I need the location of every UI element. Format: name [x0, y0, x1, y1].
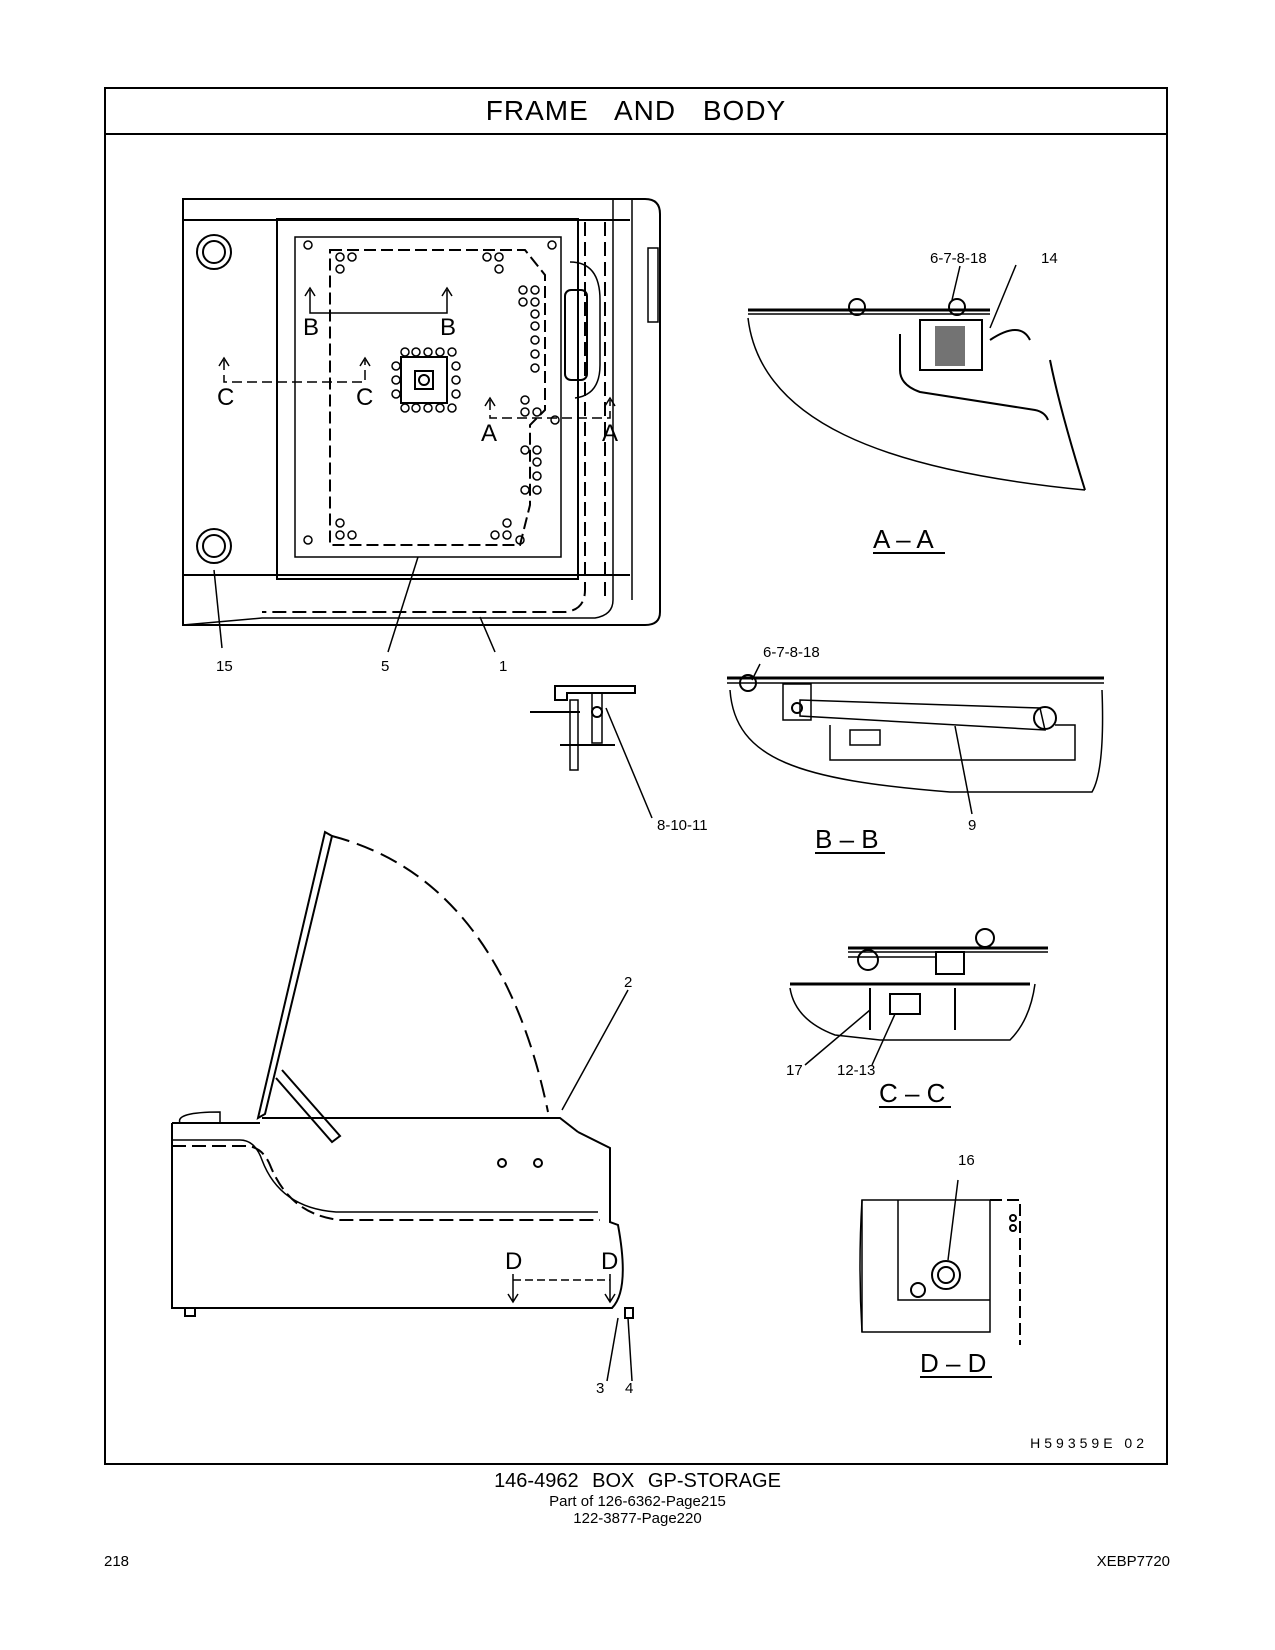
- callout-4: 4: [625, 1380, 633, 1397]
- hinge-detail-view: [530, 685, 653, 819]
- section-mark-c-right: C: [356, 384, 373, 411]
- section-mark-b-left: B: [303, 314, 319, 341]
- callout-8-10-11: 8-10-11: [657, 817, 708, 834]
- callout-1: 1: [499, 658, 507, 675]
- page-title: FRAME AND BODY: [106, 89, 1166, 135]
- callout-15: 15: [216, 658, 233, 675]
- caption-reference: 122-3877-Page220: [573, 1510, 702, 1527]
- section-d-d-view: [859, 1179, 1021, 1345]
- section-mark-a-left: A: [481, 420, 497, 447]
- section-title-c-c: C – C: [879, 1078, 945, 1108]
- callout-17: 17: [786, 1062, 803, 1079]
- callout-2: 2: [624, 974, 632, 991]
- page-number: 218: [104, 1553, 130, 1570]
- callout-3: 3: [596, 1380, 604, 1397]
- section-c-c-view: [789, 928, 1048, 1066]
- section-title-b-b: B – B: [815, 824, 879, 854]
- drawing-reference: H59359E 02: [1030, 1435, 1148, 1451]
- section-mark-c-left: C: [217, 384, 234, 411]
- callout-6-7-8-18-top: 6-7-8-18: [930, 250, 987, 267]
- section-title-d-d: D – D: [920, 1348, 986, 1378]
- publication-number: XEBP7720: [1096, 1553, 1170, 1570]
- caption-part-of: Part of 126-6362-Page215: [549, 1493, 726, 1510]
- section-mark-b-right: B: [440, 314, 456, 341]
- section-title-a-a: A – A: [873, 524, 934, 554]
- side-view: [171, 830, 634, 1382]
- section-mark-d-left: D: [505, 1248, 522, 1275]
- drawing-frame: FRAME AND BODY H59359E 02: [104, 87, 1168, 1465]
- top-view: [182, 198, 661, 653]
- callout-9: 9: [968, 817, 976, 834]
- section-mark-d-right: D: [601, 1248, 618, 1275]
- callout-6-7-8-18-mid: 6-7-8-18: [763, 644, 820, 661]
- callout-5: 5: [381, 658, 389, 675]
- callout-12-13: 12-13: [837, 1062, 875, 1079]
- assembly-caption: 146-4962 BOX GP-STORAGE: [494, 1470, 781, 1492]
- callout-16: 16: [958, 1152, 975, 1169]
- callout-14: 14: [1041, 250, 1058, 267]
- section-a-a-view: [747, 264, 1086, 491]
- section-mark-a-right: A: [602, 420, 618, 447]
- section-b-b-view: [727, 663, 1104, 815]
